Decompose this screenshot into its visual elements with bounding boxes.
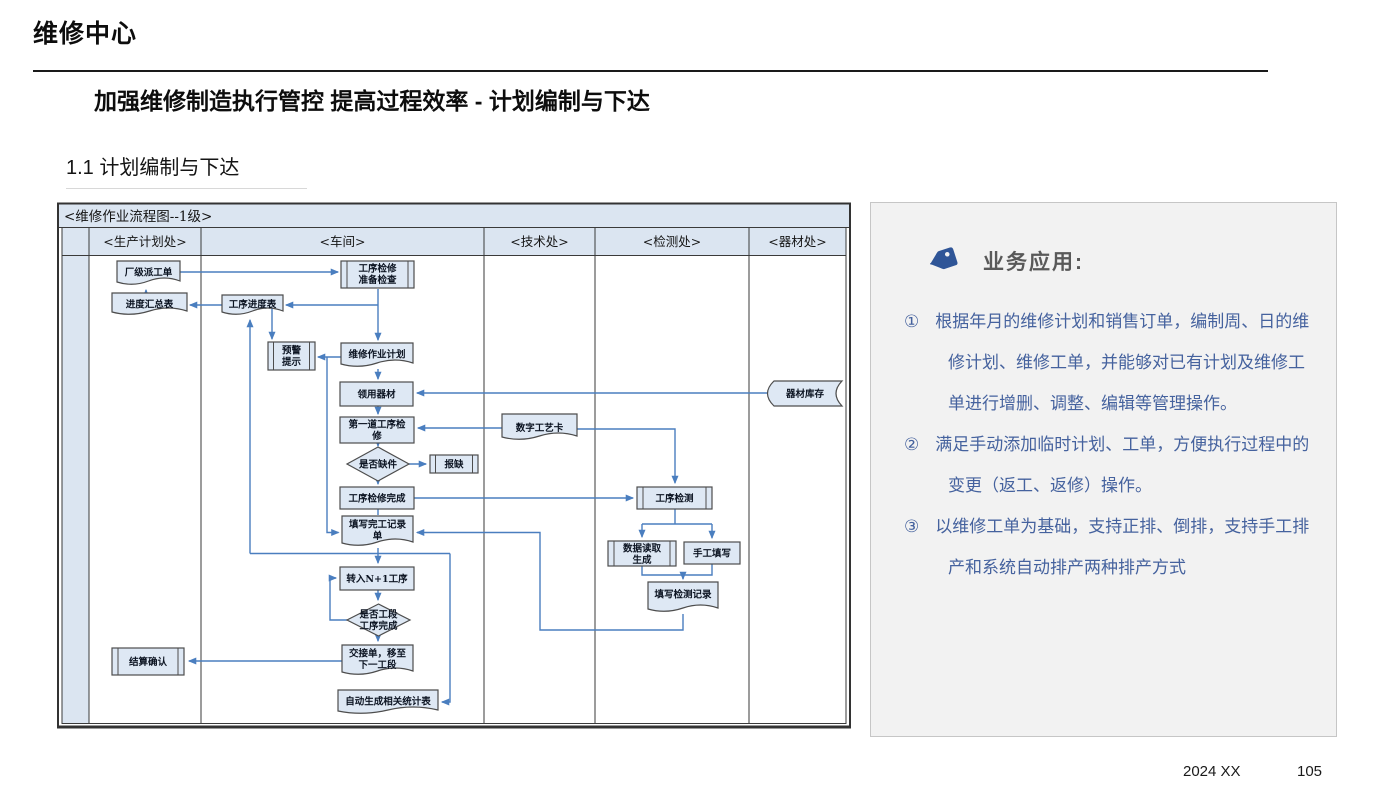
node-missing-parts-decision: 是否缺件 — [345, 446, 411, 482]
svg-text:预警: 预警 — [282, 345, 302, 357]
page-number: 105 — [1297, 763, 1323, 780]
svg-text:填写完工记录: 填写完工记录 — [349, 519, 407, 531]
svg-text:是否工段: 是否工段 — [358, 609, 398, 621]
svg-text:进度汇总表: 进度汇总表 — [126, 299, 174, 311]
slide-title: 加强维修制造执行管控 提高过程效率 - 计划编制与下达 — [94, 88, 650, 114]
footer-date: 2024 XX — [1183, 763, 1241, 780]
page-title: 维修中心 — [33, 20, 138, 48]
node-digital-card: 数字工艺卡 — [501, 413, 578, 440]
edge-inspect-record-to-completion-record — [415, 529, 684, 631]
svg-text:第一道工序检: 第一道工序检 — [348, 419, 406, 431]
node-first-process: 第一道工序检 修 — [339, 416, 415, 444]
svg-text:是否缺件: 是否缺件 — [358, 459, 398, 471]
node-manual-fill: 手工填写 — [683, 541, 741, 565]
lane-label-workshop: <车间> — [320, 234, 366, 249]
lane-body-materials — [748, 254, 847, 725]
node-completion-record: 填写完工记录 单 — [341, 515, 414, 546]
business-application-panel: 业务应用: ① 根据年月的维修计划和销售订单，编制周、日的维修计划、维修工单，并能… — [870, 202, 1337, 737]
lane-header-inspection — [594, 226, 750, 257]
node-factory-order: 厂级派工单 — [116, 260, 181, 285]
svg-text:厂级派工单: 厂级派工单 — [125, 267, 173, 279]
flowchart: <维修作业流程图--1级> <生产计划处> <车间> <技术处> <检测处> <… — [57, 202, 851, 729]
svg-text:自动生成相关统计表: 自动生成相关统计表 — [345, 696, 431, 708]
lane-header-phase — [61, 226, 90, 257]
edge-inspect-split — [642, 509, 712, 525]
svg-text:提示: 提示 — [282, 356, 302, 368]
item-text: 根据年月的维修计划和销售订单，编制周、日的维修计划、维修工单，并能够对已有计划及… — [935, 312, 1310, 413]
svg-text:修: 修 — [371, 430, 382, 442]
svg-text:转入N+1工序: 转入N+1工序 — [346, 573, 408, 585]
svg-text:工序检修: 工序检修 — [358, 263, 397, 275]
lane-body-technology — [483, 254, 596, 725]
svg-text:下一工段: 下一工段 — [358, 659, 397, 671]
svg-text:数据读取: 数据读取 — [622, 543, 662, 555]
edge-repair-plan-to-completion-record — [326, 357, 340, 536]
lane-label-production-planning: <生产计划处> — [103, 234, 186, 249]
edge-completion-record-bus — [250, 548, 450, 555]
svg-text:器材库存: 器材库存 — [785, 388, 825, 400]
svg-text:手工填写: 手工填写 — [693, 548, 731, 560]
svg-text:报缺: 报缺 — [444, 459, 464, 471]
edge-merge — [641, 564, 713, 576]
edge-section-done-loop — [328, 574, 347, 621]
panel-items: ① 根据年月的维修计划和销售订单，编制周、日的维修计划、维修工单，并能够对已有计划… — [904, 301, 1310, 588]
edge-bus-to-auto-stats — [440, 553, 451, 706]
node-next-process: 转入N+1工序 — [339, 566, 415, 591]
title-divider — [33, 70, 1268, 72]
node-material-stock: 器材库存 — [766, 380, 844, 407]
svg-text:结算确认: 结算确认 — [128, 656, 168, 668]
node-settlement: 结算确认 — [111, 647, 185, 676]
node-section-done-decision: 是否工段 工序完成 — [345, 603, 412, 637]
node-handover: 交接单，移至 下一工段 — [341, 644, 414, 675]
svg-text:交接单，移至: 交接单，移至 — [349, 648, 407, 660]
svg-text:领用器材: 领用器材 — [357, 389, 396, 401]
section-title: 1.1 计划编制与下达 — [66, 157, 240, 179]
panel-heading: 业务应用: — [983, 251, 1084, 274]
list-item: ③ 以维修工单为基础，支持正排、倒排，支持手工排产和系统自动排产两种排产方式 — [904, 506, 1310, 588]
svg-text:填写检测记录: 填写检测记录 — [654, 589, 712, 601]
list-item: ② 满足手动添加临时计划、工单，方便执行过程中的变更（返工、返修）操作。 — [904, 424, 1310, 506]
lane-label-inspection: <检测处> — [643, 234, 701, 249]
panel-header: 业务应用: — [927, 245, 1336, 277]
node-process-inspect: 工序检测 — [636, 486, 713, 510]
item-number: ② — [904, 435, 920, 454]
svg-text:工序进度表: 工序进度表 — [229, 299, 277, 311]
list-item: ① 根据年月的维修计划和销售订单，编制周、日的维修计划、维修工单，并能够对已有计划… — [904, 301, 1310, 424]
lane-label-materials: <器材处> — [768, 234, 826, 249]
lane-label-technology: <技术处> — [510, 234, 568, 249]
node-prep-check: 工序检修 准备检查 — [340, 260, 415, 289]
section-underline — [66, 188, 307, 189]
svg-text:生成: 生成 — [632, 554, 652, 566]
svg-text:维修作业计划: 维修作业计划 — [348, 349, 405, 361]
svg-text:工序检修完成: 工序检修完成 — [348, 493, 406, 505]
node-warning: 预警 提示 — [267, 341, 316, 371]
node-report-missing: 报缺 — [429, 454, 479, 474]
edge-digital-card-to-process-inspect — [577, 428, 679, 485]
svg-text:数字工艺卡: 数字工艺卡 — [515, 422, 564, 434]
svg-text:准备检查: 准备检查 — [358, 274, 397, 286]
item-text: 满足手动添加临时计划、工单，方便执行过程中的变更（返工、返修）操作。 — [935, 435, 1310, 495]
node-material-request: 领用器材 — [339, 381, 414, 407]
lane-body-production-planning — [88, 254, 202, 725]
item-number: ① — [904, 312, 920, 331]
item-number: ③ — [904, 517, 920, 536]
tag-icon — [930, 247, 958, 270]
item-text: 以维修工单为基础，支持正排、倒排，支持手工排产和系统自动排产两种排产方式 — [935, 517, 1310, 577]
node-process-done: 工序检修完成 — [339, 486, 415, 510]
node-repair-plan: 维修作业计划 — [340, 342, 414, 367]
svg-text:单: 单 — [373, 530, 383, 542]
node-process-progress: 工序进度表 — [221, 294, 284, 315]
flowchart-title: <维修作业流程图--1级> — [64, 209, 212, 225]
lane-body-phase — [61, 254, 90, 725]
node-progress-summary: 进度汇总表 — [111, 292, 188, 315]
flow-nodes: 厂级派工单 工序检修 准备检查 进度汇总表 工序进度表 预警 提示 维修作业计划 — [111, 260, 844, 714]
node-auto-stats: 自动生成相关统计表 — [337, 689, 439, 714]
svg-text:工序检测: 工序检测 — [655, 493, 694, 505]
flow-edges — [142, 268, 768, 706]
svg-text:工序完成: 工序完成 — [359, 620, 398, 632]
node-inspect-record: 填写检测记录 — [647, 581, 719, 612]
node-data-read: 数据读取 生成 — [607, 540, 677, 567]
